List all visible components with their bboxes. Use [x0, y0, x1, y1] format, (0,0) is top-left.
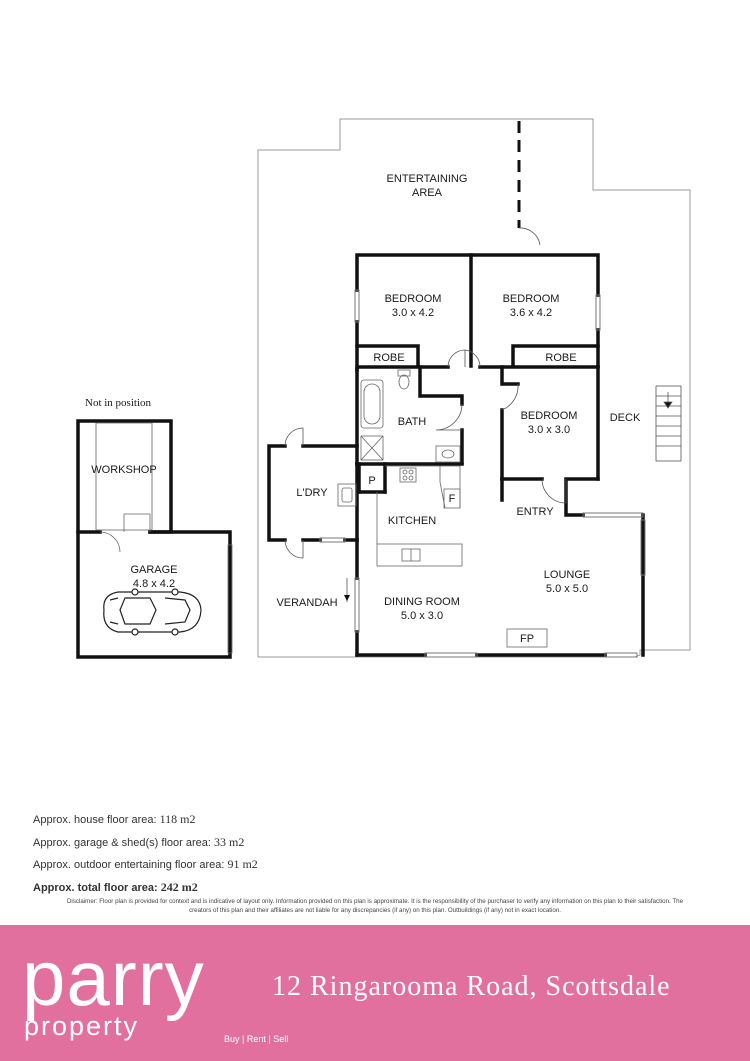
area-value: 118 m2 [159, 812, 196, 826]
not-in-position-label: Not in position [85, 397, 152, 409]
door-swings [284, 349, 567, 602]
footer-banner: parry property 12 Ringarooma Road, Scott… [0, 925, 750, 1061]
area-value: 33 m2 [214, 834, 245, 849]
property-address: 12 Ringarooma Road, Scottsdale [272, 971, 671, 1002]
bath-fixtures [360, 369, 461, 463]
area-row-outdoor: Approx. outdoor entertaining floor area:… [33, 854, 258, 877]
laundry-label: L'DRY [296, 487, 328, 499]
kitchen-bench [337, 465, 548, 648]
area-label: Approx. total floor area: [33, 881, 158, 894]
garage-size: 4.8 x 4.2 [133, 578, 175, 590]
entry-label: ENTRY [516, 506, 554, 518]
lounge-size: 5.0 x 5.0 [546, 583, 588, 595]
outdoor-boundary [257, 118, 691, 658]
entertaining-area-label: AREA [412, 187, 443, 199]
car-icon [103, 588, 202, 636]
floor-area-summary: Approx. house floor area: 118 m2 Approx.… [33, 809, 258, 899]
area-row-total: Approx. total floor area: 242 m2 [33, 877, 258, 900]
pantry-label: P [368, 475, 375, 487]
kitchen-label: KITCHEN [388, 515, 436, 527]
floor-plan: Not in position ENTERTAINING AREA BEDROO… [76, 118, 691, 659]
dining-room-size: 5.0 x 3.0 [401, 610, 443, 622]
robe-1-label: ROBE [373, 352, 404, 364]
area-label: Approx. house floor area: [33, 814, 157, 826]
entertaining-label: ENTERTAINING [387, 173, 468, 185]
bath-label: BATH [398, 416, 427, 428]
fridge-label: F [449, 493, 456, 505]
robe-2-label: ROBE [545, 352, 576, 364]
area-value: 91 m2 [227, 857, 258, 871]
area-label: Approx. garage & shed(s) floor area: [33, 836, 211, 849]
area-label: Approx. outdoor entertaining floor area: [33, 859, 225, 871]
workshop-label: WORKSHOP [91, 464, 156, 476]
bedroom-3-label: BEDROOM [521, 410, 578, 422]
house-walls [267, 253, 645, 657]
bedroom-1-label: BEDROOM [385, 293, 442, 305]
brand-logo-parry: parry [22, 934, 205, 1022]
garage-label: GARAGE [130, 564, 177, 576]
bedroom-1-size: 3.0 x 4.2 [392, 307, 434, 319]
entertaining-door-swing [518, 227, 541, 246]
bedroom-2-label: BEDROOM [503, 293, 560, 305]
deck-label: DECK [610, 412, 641, 424]
verandah-arrow [344, 595, 350, 601]
garage-walls [76, 419, 232, 659]
verandah-label: VERANDAH [276, 597, 337, 609]
area-value: 242 m2 [160, 879, 198, 894]
disclaimer-text: Disclaimer: Floor plan is provided for c… [66, 898, 684, 914]
area-row-house: Approx. house floor area: 118 m2 [33, 809, 258, 832]
windows [319, 289, 646, 658]
garage-details [95, 422, 233, 654]
deck-stairs [655, 385, 682, 462]
area-row-garage: Approx. garage & shed(s) floor area: 33 … [33, 832, 258, 855]
brand-tagline: Buy | Rent | Sell [224, 1034, 289, 1044]
bedroom-2-size: 3.6 x 4.2 [510, 307, 552, 319]
fireplace-label: FP [520, 633, 534, 645]
lounge-label: LOUNGE [544, 569, 590, 581]
dining-room-label: DINING ROOM [384, 596, 460, 608]
bedroom-3-size: 3.0 x 3.0 [528, 424, 570, 436]
brand-logo-property: property [24, 1011, 140, 1041]
